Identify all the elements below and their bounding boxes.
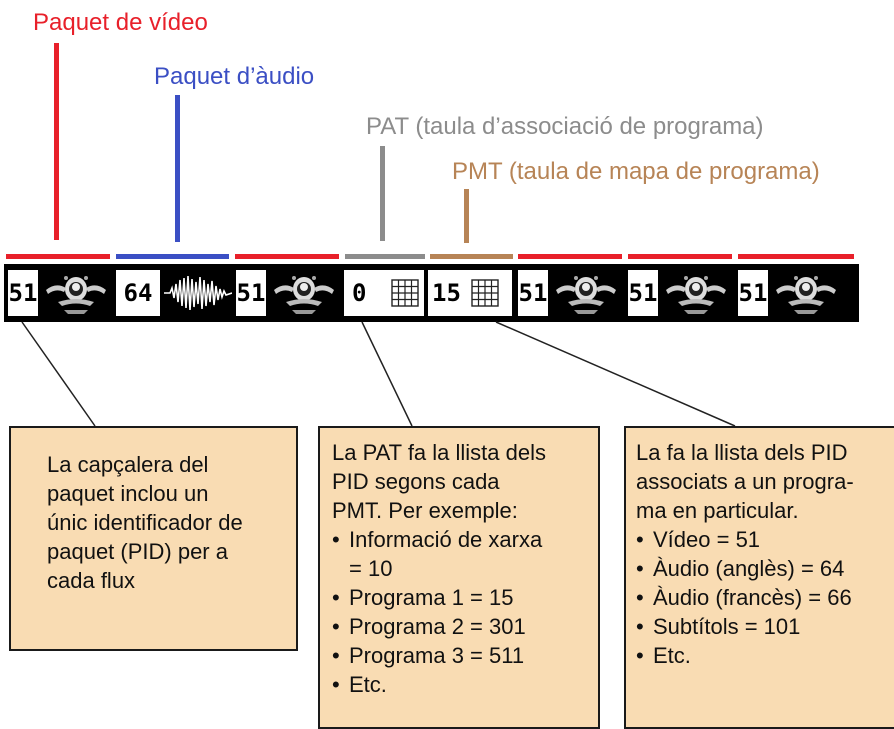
packet-pid: 51 xyxy=(738,270,768,316)
pat-label: PAT (taula d’associació de programa) xyxy=(366,113,764,140)
list-item: Àudio (francès) = 66 xyxy=(636,583,894,612)
audio-pointer-line xyxy=(175,95,180,242)
video-bar xyxy=(6,254,110,259)
packet-pid: 64 xyxy=(116,270,160,316)
pat-bar xyxy=(345,254,425,259)
header-callout: La capçalera del paquet inclou un únic i… xyxy=(9,426,298,651)
video-bar xyxy=(738,254,854,259)
list-item: Programa 2 = 301 xyxy=(332,612,598,641)
pat-pointer-line xyxy=(380,146,385,241)
packet-pid: 51 xyxy=(8,270,38,316)
audio-bar xyxy=(116,254,229,259)
list-item: Subtítols = 101 xyxy=(636,612,894,641)
pmt-callout-intro: La fa la llista dels PID associats a un … xyxy=(636,440,854,523)
list-item: Informació de xarxa = 10 xyxy=(332,525,598,583)
pat-callout-list: Informació de xarxa = 10 Programa 1 = 15… xyxy=(332,525,598,699)
list-item: Programa 1 = 15 xyxy=(332,583,598,612)
connector-pmt xyxy=(495,321,736,427)
connector-pat xyxy=(361,321,413,427)
pmt-bar xyxy=(430,254,513,259)
transport-stream: 51 64 51 0 15 51 51 51 xyxy=(4,264,859,322)
packet-pid: 51 xyxy=(628,270,658,316)
packet-pid: 51 xyxy=(236,270,266,316)
video-packet-label: Paquet de vídeo xyxy=(33,9,208,36)
packet-pid: 51 xyxy=(518,270,548,316)
pmt-pointer-line xyxy=(464,189,469,243)
header-callout-text: La capçalera del paquet inclou un únic i… xyxy=(47,452,243,593)
pmt-label: PMT (taula de mapa de programa) xyxy=(452,158,820,185)
list-item: Àudio (anglès) = 64 xyxy=(636,554,894,583)
list-item: Etc. xyxy=(636,641,894,670)
connector-header xyxy=(21,321,96,427)
pmt-callout-list: Vídeo = 51 Àudio (anglès) = 64 Àudio (fr… xyxy=(636,525,894,670)
list-item: Etc. xyxy=(332,670,598,699)
pat-callout-intro: La PAT fa la llista dels PID segons cada… xyxy=(332,440,546,523)
pat-callout: La PAT fa la llista dels PID segons cada… xyxy=(318,426,600,729)
audio-packet-label: Paquet d’àudio xyxy=(154,63,315,90)
list-item: Programa 3 = 511 xyxy=(332,641,598,670)
video-bar xyxy=(518,254,622,259)
video-bar xyxy=(235,254,339,259)
list-item: Vídeo = 51 xyxy=(636,525,894,554)
video-bar xyxy=(628,254,732,259)
packet-pid: 15 xyxy=(428,270,512,316)
video-pointer-line xyxy=(54,43,59,240)
pmt-callout: La fa la llista dels PID associats a un … xyxy=(624,426,894,729)
